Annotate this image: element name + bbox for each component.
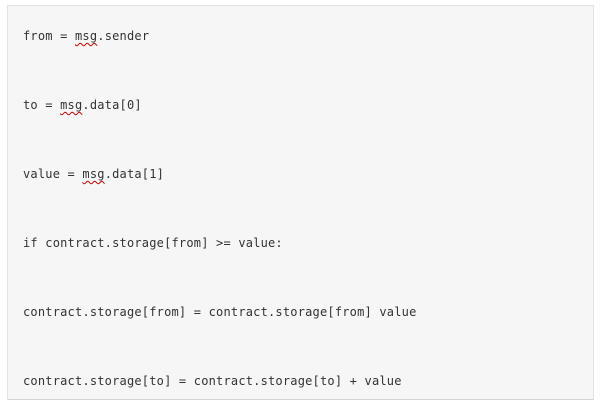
code-text: if contract.storage[from] >= value: (23, 236, 283, 250)
code-line: value = msg.data[1] (23, 166, 579, 235)
code-text: contract.storage[to] = contract.storage[… (23, 374, 402, 388)
code-line: contract.storage[to] = contract.storage[… (23, 373, 579, 414)
misspelled-word: msg (82, 167, 105, 181)
code-line: to = msg.data[0] (23, 97, 579, 166)
code-text: from = (23, 29, 75, 43)
code-line: contract.storage[from] = contract.storag… (23, 304, 579, 373)
code-line: if contract.storage[from] >= value: (23, 235, 579, 304)
code-block: from = msg.sender to = msg.data[0] value… (7, 5, 594, 400)
code-text: .data[1] (104, 167, 165, 181)
code-text: value = (23, 167, 83, 181)
misspelled-word: msg (60, 98, 83, 112)
code-text: .sender (97, 29, 150, 43)
code-line: from = msg.sender (23, 28, 579, 97)
code-text: to = (23, 98, 61, 112)
misspelled-word: msg (74, 29, 98, 43)
code-text: contract.storage[from] = contract.storag… (23, 305, 417, 319)
code-text: .data[0] (82, 98, 142, 112)
